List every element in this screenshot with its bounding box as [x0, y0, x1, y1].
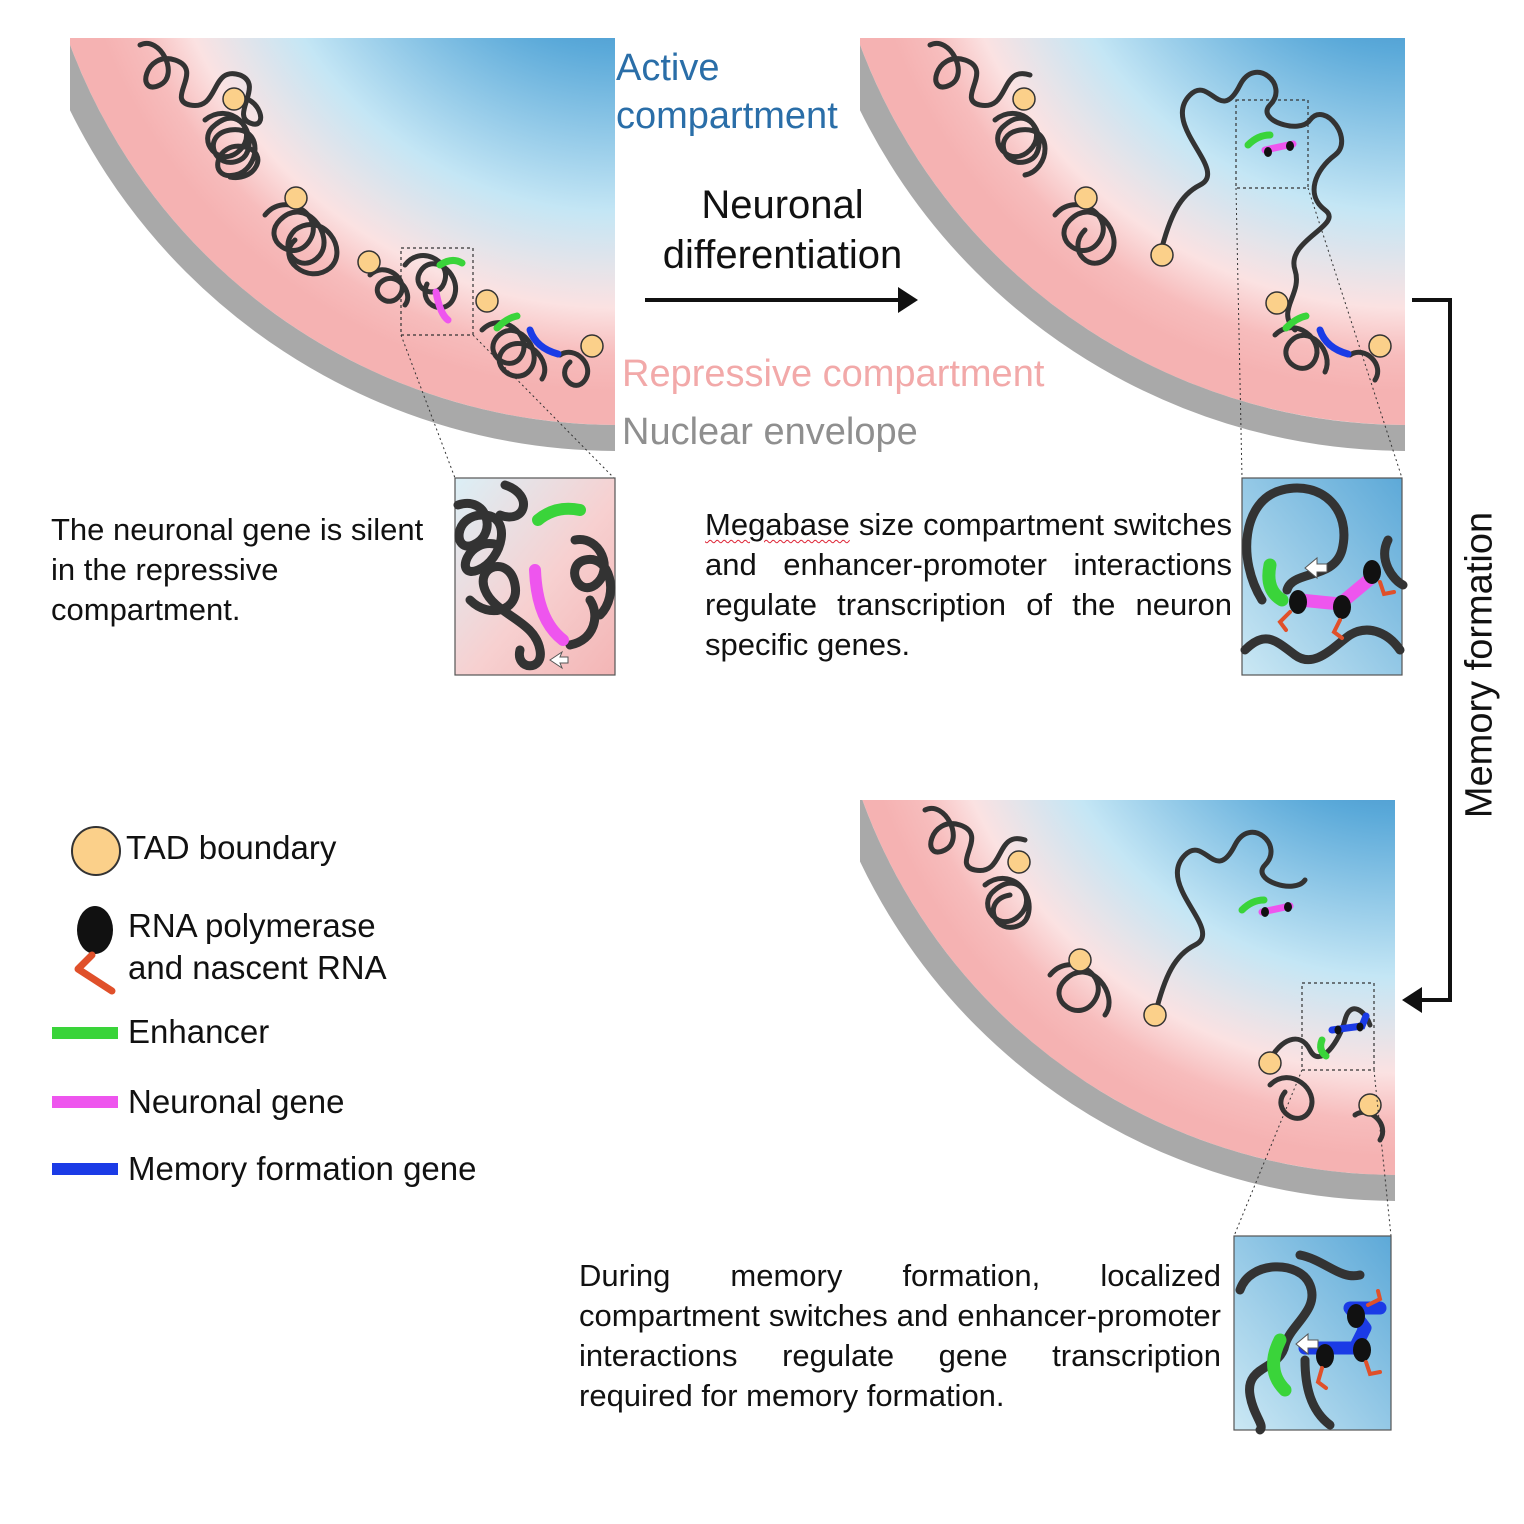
legend-memory-gene: Memory formation gene [128, 1150, 477, 1187]
caption-silent-line3: compartment. [51, 592, 241, 627]
legend-enhancer: Enhancer [128, 1013, 270, 1050]
memory-arrow-head-icon [1402, 987, 1422, 1013]
label-memory-formation-arrow: Memory formation [1458, 511, 1501, 819]
tad-boundaries [1007, 850, 1382, 1117]
zoom-guide [472, 334, 615, 479]
enhancer-segment [1244, 131, 1274, 149]
neuronal-gene-segment [529, 564, 569, 646]
enhancer-segment-2 [493, 312, 521, 332]
zoom-source-box [1235, 99, 1309, 189]
caption-megabase-word: Megabase [705, 507, 850, 542]
legend-rna-pol-line2: and nascent RNA [128, 949, 387, 986]
enhancer-segment [532, 502, 586, 526]
caption-memory: During memory formation, localized compa… [579, 1258, 1221, 1413]
caption-silent: The neuronal gene is silent in the repre… [51, 510, 451, 630]
legend-nascent-rna-icon [74, 951, 116, 995]
memory-gene-segment [1316, 326, 1352, 358]
tad-boundaries [1012, 87, 1392, 358]
panel-memory [860, 800, 1395, 1435]
caption-silent-line2: in the repressive [51, 552, 279, 587]
legend-tad-boundary-icon [71, 826, 121, 876]
nucleus-active-region [862, 800, 1395, 1175]
enhancer-segment-2 [1317, 1036, 1330, 1060]
promoter-arrow-icon [549, 650, 569, 670]
caption-megabase-rest: size compartment switches and enhancer-p… [705, 507, 1232, 662]
zoom-guide [1307, 187, 1403, 479]
caption-silent-line1: The neuronal gene is silent [51, 512, 424, 547]
zoom-inset-repressed [453, 477, 616, 676]
legend-rna-polymerase-icon [77, 906, 113, 954]
legend-rna-polymerase: RNA polymerase and nascent RNA [128, 905, 387, 989]
nascent-rna-marks [1277, 580, 1396, 640]
memory-gene-segment [526, 326, 562, 358]
enhancer-segment [1262, 558, 1289, 607]
zoom-guide [1235, 187, 1243, 479]
caption-megabase: Megabase size compartment switches and e… [705, 505, 1232, 665]
zoom-source-box [1301, 982, 1375, 1071]
memory-formation-arrow [1412, 298, 1452, 1002]
enhancer-segment [436, 256, 466, 269]
rna-polymerase-markers [1289, 560, 1381, 619]
neuronal-gene-segment [432, 288, 452, 324]
panel-repressed [70, 38, 616, 676]
label-active-line2: compartment [616, 95, 838, 137]
label-active-compartment: Active compartment [616, 44, 838, 140]
zoom-guide [400, 334, 456, 479]
enhancer-segment [1267, 1333, 1292, 1397]
zoom-source-box [400, 247, 474, 336]
enhancer-segment [1238, 896, 1268, 914]
label-differentiation-line2: differentiation [662, 233, 903, 277]
rna-polymerase-markers [1316, 1304, 1371, 1368]
label-differentiation-line1: Neuronal [701, 183, 864, 227]
promoter-arrow-icon [1304, 556, 1328, 580]
rna-polymerase-markers [1261, 902, 1364, 1035]
legend-enhancer-swatch [52, 1027, 118, 1039]
promoter-arrow-icon [1295, 1332, 1319, 1356]
tad-boundaries [222, 87, 604, 358]
chromatin-fiber [922, 805, 1386, 1143]
legend-symbols [52, 826, 121, 1175]
zoom-inset-memory [1233, 1235, 1392, 1435]
label-differentiation: Neuronal differentiation [640, 180, 925, 280]
label-repressive-compartment: Repressive compartment [622, 353, 1045, 395]
legend-memory-gene-swatch [52, 1163, 118, 1175]
nascent-rna-marks [1315, 1289, 1383, 1390]
legend-neuronal-gene-swatch [52, 1096, 118, 1108]
legend-rna-pol-line1: RNA polymerase [128, 907, 376, 944]
chromatin-fiber [927, 40, 1381, 383]
rna-polymerase-markers [1264, 141, 1294, 157]
legend-tad-boundary: TAD boundary [126, 829, 337, 866]
label-nuclear-envelope: Nuclear envelope [622, 411, 918, 453]
panel-differentiated [860, 38, 1408, 676]
enhancer-segment-2 [1282, 312, 1310, 332]
zoom-inset-active [1240, 477, 1408, 676]
legend-neuronal-gene: Neuronal gene [128, 1083, 345, 1120]
differentiation-arrow [645, 287, 918, 313]
label-active-line1: Active [616, 47, 720, 89]
